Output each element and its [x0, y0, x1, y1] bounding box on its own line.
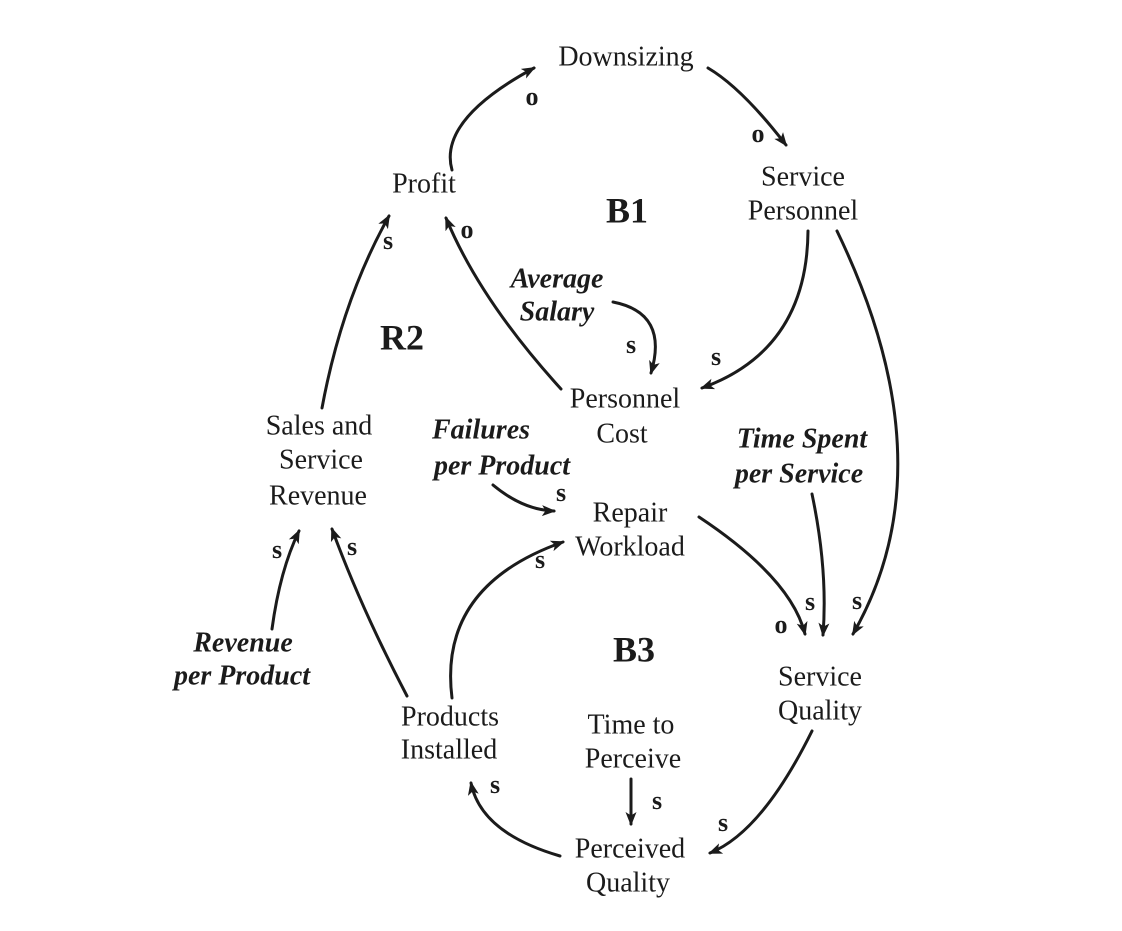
polarity-time-spent-per-service-service-quality: s [805, 587, 815, 616]
external-time-spent-per-service-line-1: per Service [733, 458, 863, 489]
external-factors: Average Salary Failures per Product Time… [172, 263, 868, 691]
polarity-average-salary-personnel-cost: s [626, 330, 636, 359]
edge-products-installed-sales-service-revenue [330, 527, 409, 698]
external-average-salary: Average Salary [509, 263, 604, 327]
loop-label-b3: B3 [613, 629, 655, 669]
polarity-service-personnel-service-quality: s [852, 586, 862, 615]
node-repair-workload-line-0: Repair [593, 497, 668, 528]
edge-service-personnel-personnel-cost [700, 229, 810, 390]
edges [270, 66, 900, 858]
node-service-personnel-line-1: Personnel [748, 195, 859, 226]
node-personnel-cost-line-0: Personnel [570, 383, 681, 414]
edge-products-installed-repair-workload [449, 540, 565, 700]
edge-service-quality-perceived-quality [708, 729, 814, 855]
external-revenue-per-product-line-0: Revenue [192, 627, 293, 658]
polarity-labels: o o s s o s s s s s o s s s s s [272, 82, 862, 837]
node-products-installed: Products Installed [401, 701, 499, 765]
polarity-sales-service-revenue-profit: s [383, 226, 393, 255]
external-time-spent-per-service: Time Spent per Service [733, 423, 869, 489]
node-service-personnel-line-0: Service [761, 161, 845, 192]
node-service-quality-line-1: Quality [778, 695, 862, 726]
polarity-personnel-cost-profit: o [461, 215, 474, 244]
node-time-to-perceive-line-1: Perceive [585, 743, 681, 774]
node-personnel-cost-line-1: Cost [596, 418, 648, 449]
external-revenue-per-product-line-1: per Product [172, 660, 311, 691]
node-products-installed-line-0: Products [401, 701, 499, 732]
loop-labels: B1 R2 B3 [380, 190, 655, 669]
node-sales-service-revenue: Sales and Service Revenue [266, 410, 373, 511]
loop-label-b1: B1 [606, 190, 648, 230]
edge-revenue-per-product-sales-service-revenue [270, 529, 301, 631]
polarity-service-quality-perceived-quality: s [718, 808, 728, 837]
node-time-to-perceive: Time to Perceive [585, 709, 681, 774]
external-failures-per-product: Failures per Product [431, 414, 571, 481]
external-revenue-per-product: Revenue per Product [172, 627, 311, 691]
edge-personnel-cost-profit [444, 216, 563, 391]
external-failures-per-product-line-1: per Product [432, 450, 571, 481]
node-repair-workload-line-1: Workload [575, 531, 685, 562]
edge-failures-per-product-repair-workload [491, 483, 556, 517]
edge-average-salary-personnel-cost [611, 300, 660, 375]
edge-repair-workload-service-quality [697, 515, 808, 636]
edge-profit-downsizing [448, 66, 536, 172]
node-products-installed-line-1: Installed [401, 734, 497, 765]
external-failures-per-product-line-0: Failures [431, 414, 530, 445]
node-repair-workload: Repair Workload [575, 497, 685, 562]
edge-perceived-quality-products-installed [467, 781, 562, 858]
nodes: Downsizing Profit Service Personnel Pers… [266, 41, 862, 898]
node-profit: Profit [392, 168, 456, 199]
polarity-perceived-quality-products-installed: s [490, 770, 500, 799]
edge-service-personnel-service-quality [835, 229, 900, 636]
node-sales-service-revenue-line-0: Sales and [266, 410, 373, 441]
node-service-personnel: Service Personnel [748, 161, 859, 226]
edge-downsizing-service-personnel [706, 66, 788, 147]
polarity-repair-workload-service-quality: o [775, 610, 788, 639]
loop-label-r2: R2 [380, 317, 424, 357]
polarity-failures-per-product-repair-workload: s [556, 478, 566, 507]
node-perceived-quality-line-1: Quality [586, 867, 670, 898]
external-time-spent-per-service-line-0: Time Spent [737, 423, 869, 454]
node-service-quality: Service Quality [778, 661, 862, 726]
node-sales-service-revenue-line-1: Service [279, 444, 363, 475]
polarity-profit-downsizing: o [526, 82, 539, 111]
node-perceived-quality-line-0: Perceived [575, 833, 685, 864]
node-sales-service-revenue-line-2: Revenue [269, 480, 367, 511]
external-average-salary-line-1: Salary [520, 296, 595, 327]
node-perceived-quality: Perceived Quality [575, 833, 685, 898]
polarity-products-installed-repair-workload: s [535, 545, 545, 574]
edge-sales-service-revenue-profit [320, 214, 391, 410]
node-time-to-perceive-line-0: Time to [588, 709, 675, 740]
polarity-time-to-perceive-perceived-quality: s [652, 786, 662, 815]
polarity-products-installed-sales-service-revenue: s [347, 532, 357, 561]
polarity-service-personnel-personnel-cost: s [711, 342, 721, 371]
polarity-revenue-per-product-sales-service-revenue: s [272, 535, 282, 564]
edge-time-spent-per-service-service-quality [810, 492, 830, 637]
polarity-downsizing-service-personnel: o [752, 119, 765, 148]
node-personnel-cost: Personnel Cost [570, 383, 681, 449]
node-downsizing: Downsizing [558, 41, 693, 72]
external-average-salary-line-0: Average [509, 263, 604, 294]
node-service-quality-line-0: Service [778, 661, 862, 692]
